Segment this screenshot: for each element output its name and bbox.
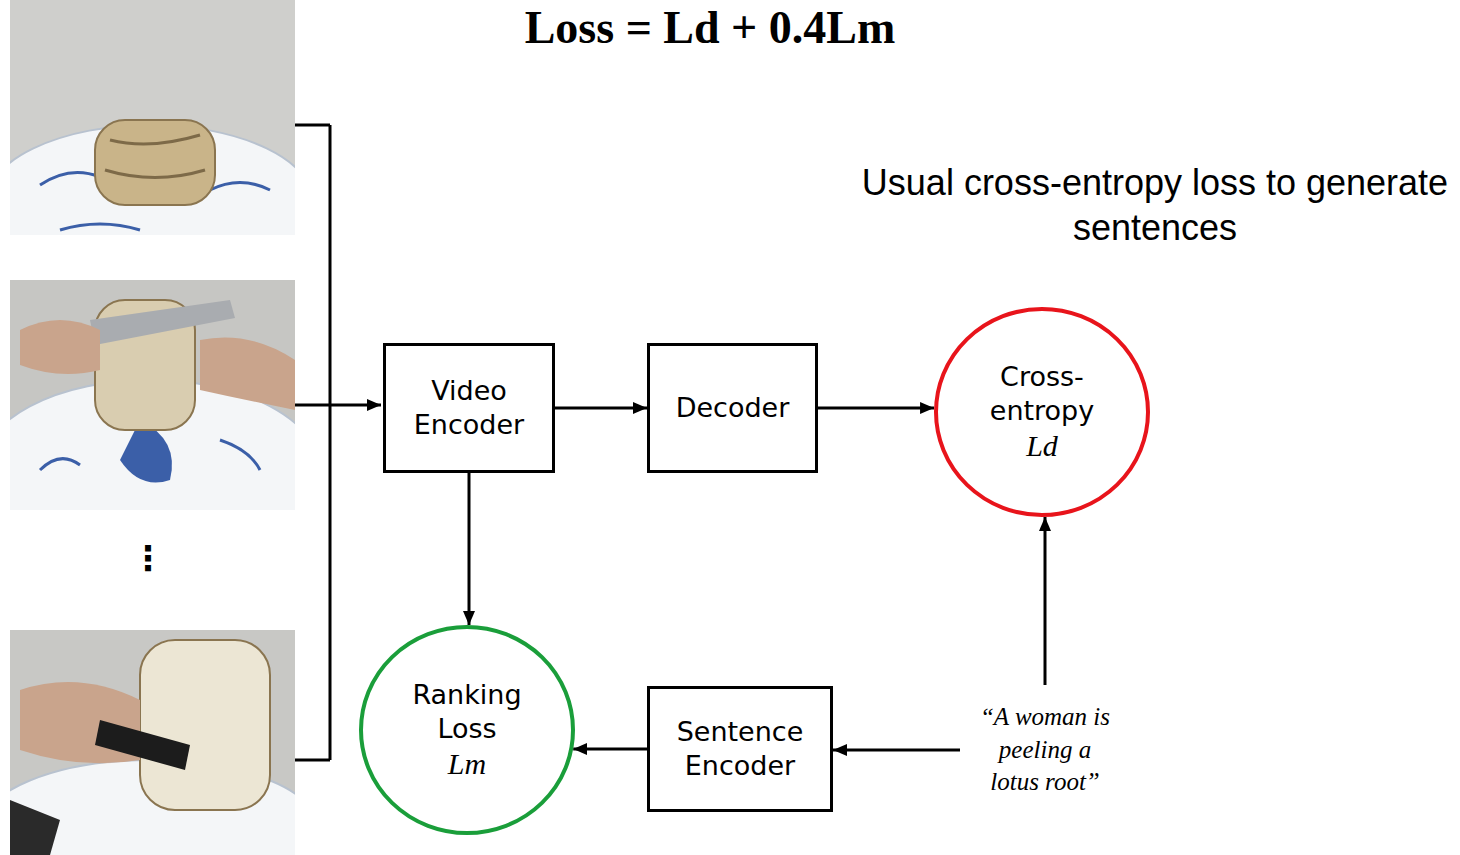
frame-three xyxy=(10,630,295,855)
flow-arrow xyxy=(555,407,647,410)
loss-symbol: Ld xyxy=(1026,428,1058,464)
node-label: Video Encoder xyxy=(394,374,544,442)
process-box: Decoder xyxy=(647,343,818,473)
node-label: “A woman is peeling a lotus root” xyxy=(975,701,1115,799)
annotation-note: Usual cross-entropy loss to generate sen… xyxy=(860,160,1450,250)
process-box: Sentence Encoder xyxy=(647,686,833,812)
frame-two xyxy=(10,280,295,510)
node-label: Ranking Loss xyxy=(397,678,537,746)
flow-arrow xyxy=(468,473,471,625)
loss-symbol: Lm xyxy=(448,746,486,782)
loss-ellipse: Cross-entropyLd xyxy=(934,307,1150,517)
caption-sentence: “A woman is peeling a lotus root” xyxy=(960,685,1130,815)
loss-ellipse: Ranking LossLm xyxy=(359,625,575,835)
flow-arrow xyxy=(1044,517,1047,685)
flow-arrow xyxy=(573,748,647,751)
flow-arrow xyxy=(833,749,960,752)
node-label: Sentence Encoder xyxy=(658,715,823,783)
process-box: Video Encoder xyxy=(383,343,555,473)
frame-one xyxy=(10,0,295,235)
node-label: Decoder xyxy=(658,391,808,425)
node-label: Cross-entropy xyxy=(972,360,1112,428)
flow-arrow xyxy=(818,407,934,410)
formula-title: Loss = Ld + 0.4Lm xyxy=(430,2,990,55)
frame-bracket xyxy=(295,125,381,760)
ellipsis-mark: ⋮ xyxy=(118,540,178,577)
